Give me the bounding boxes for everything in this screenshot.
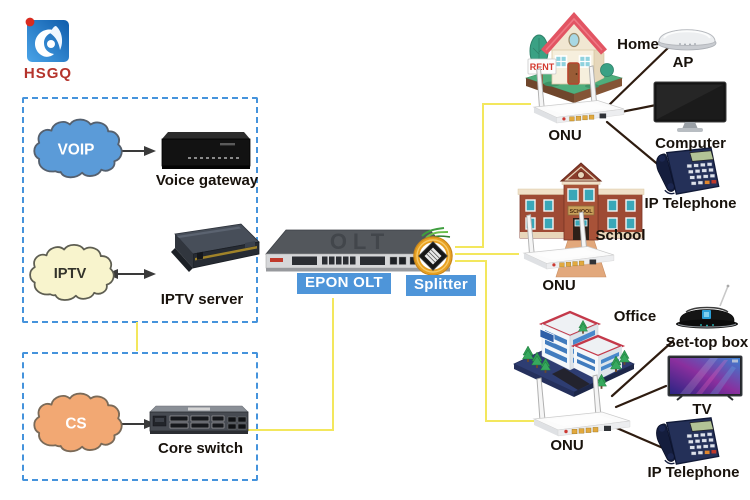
voip-cloud-text: VOIP — [58, 141, 95, 158]
splitter-device — [413, 227, 453, 276]
home-label: Home — [617, 36, 659, 53]
ip-phone-office-label: IP Telephone — [647, 464, 740, 481]
iptv-cloud: IPTV — [29, 243, 115, 301]
onu-office — [533, 374, 631, 437]
computer-label: Computer — [655, 135, 726, 152]
set-top-box-device — [676, 284, 738, 329]
rent-sign-text: RENT — [530, 62, 555, 72]
office-building — [513, 310, 635, 397]
onu-home — [533, 65, 625, 124]
hsgq-logo-icon: HSGQ — [24, 17, 72, 82]
cs-cloud-text: CS — [65, 415, 86, 432]
ip-phone-home-device — [655, 147, 720, 195]
headend-group-box — [22, 97, 258, 323]
voice-gateway-label: Voice gateway — [155, 172, 259, 189]
core-switch-label: Core switch — [157, 440, 244, 457]
olt-top-text: OLT — [330, 229, 390, 254]
school-label: School — [595, 227, 646, 244]
ap-device — [657, 29, 717, 51]
ip-phone-home-label: IP Telephone — [644, 195, 737, 212]
set-top-box-label: Set-top box — [665, 334, 749, 351]
ip-phone-office-device — [655, 417, 720, 465]
splitter-badge: Splitter — [406, 275, 477, 296]
ap-label: AP — [672, 54, 694, 71]
onu-office-label: ONU — [550, 437, 584, 454]
iptv-cloud-text: IPTV — [54, 266, 87, 282]
logo-text: HSGQ — [24, 65, 72, 82]
onu-school-label: ONU — [542, 277, 576, 294]
onu-home-label: ONU — [548, 127, 582, 144]
voip-cloud: VOIP — [33, 118, 123, 179]
tv-device — [667, 355, 743, 401]
office-label: Office — [613, 308, 657, 325]
tv-label: TV — [692, 401, 712, 418]
voice-gateway-device — [161, 132, 251, 169]
iptv-server-device — [171, 223, 260, 272]
epon-olt-badge: EPON OLT — [297, 273, 391, 294]
fiber-coreswitch-olt — [245, 298, 334, 431]
iptv-server-label: IPTV server — [160, 291, 244, 308]
brand-logo: HSGQ — [20, 14, 76, 87]
computer-device — [653, 81, 727, 132]
core-switch-device — [149, 405, 249, 434]
cs-cloud: CS — [33, 392, 123, 453]
